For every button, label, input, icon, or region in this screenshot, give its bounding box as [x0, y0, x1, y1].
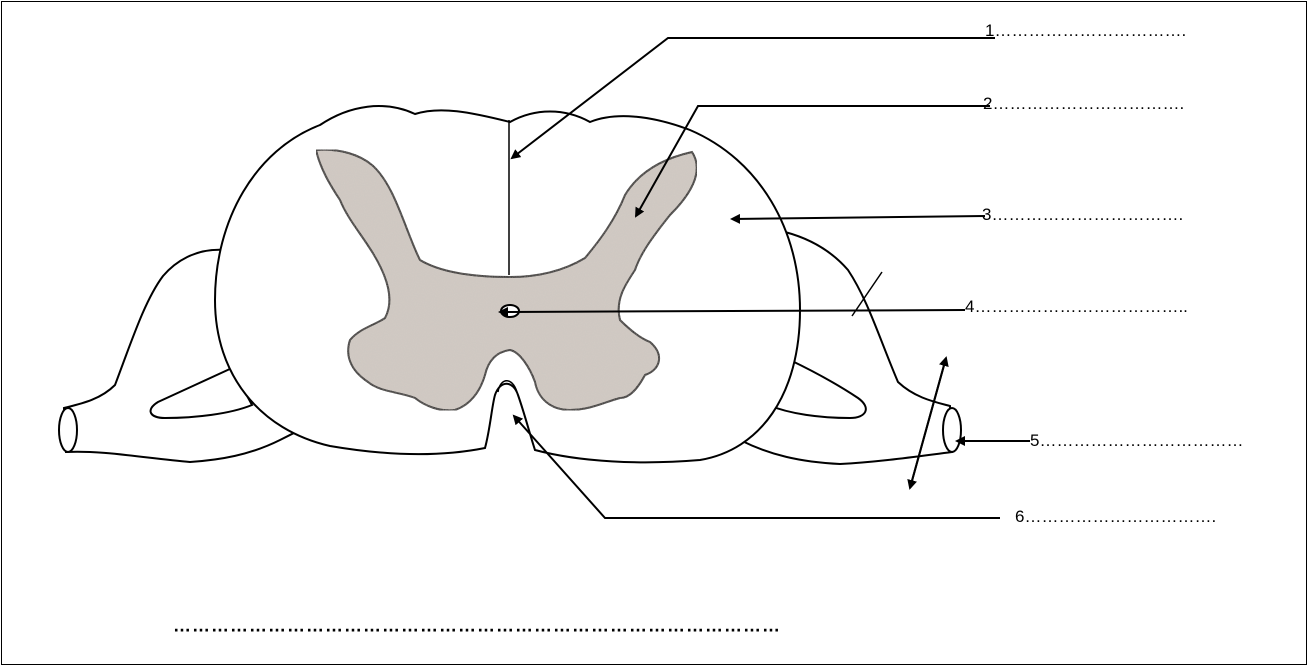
- label-5: 5………………………………: [1030, 432, 1243, 449]
- answer-line: ……………………………………………………………………………………: [173, 616, 781, 637]
- label-4: 4………………………………..: [965, 298, 1188, 315]
- double-arrow: [910, 358, 946, 488]
- left-nerve-end: [59, 408, 77, 452]
- right-nerve-end: [943, 408, 961, 452]
- label-6: 6…………………………….: [1015, 508, 1216, 525]
- label-3: 3…………………………….: [982, 206, 1183, 223]
- label-1: 1…………………………….: [985, 22, 1186, 39]
- label-2: 2…………………………….: [983, 95, 1184, 112]
